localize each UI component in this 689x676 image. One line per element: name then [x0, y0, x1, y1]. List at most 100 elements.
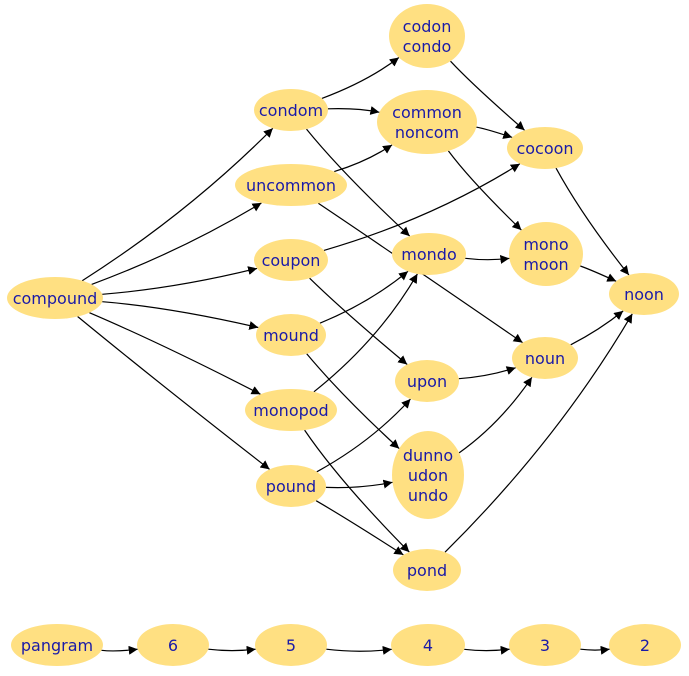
edge-compound-to-pound	[77, 316, 270, 470]
node-ellipse	[254, 89, 328, 131]
node-coupon: coupon	[254, 239, 328, 281]
node-label: cocoon	[516, 139, 573, 158]
node-label: noncom	[395, 123, 459, 142]
node-label: moon	[523, 255, 568, 274]
node-l3: 3	[509, 624, 581, 666]
nodes-layer: compound condom uncommon coupon mound monopod…	[7, 4, 681, 666]
edge-pound-to-pond	[315, 500, 404, 556]
edge-mondo-to-mono_moon	[465, 254, 510, 264]
node-ellipse	[392, 233, 466, 275]
node-label: udon	[408, 466, 448, 485]
node-pond: pond	[393, 549, 461, 591]
node-ellipse	[256, 465, 326, 507]
edge-dunno_udon_undo-to-noun	[458, 376, 533, 454]
edge-condom-to-codon_condo	[321, 57, 400, 99]
node-ellipse	[254, 239, 328, 281]
edge-common_noncom-to-cocoon	[476, 126, 513, 139]
node-label: coupon	[262, 251, 321, 270]
node-l5: 5	[255, 624, 327, 666]
node-label: 4	[423, 636, 433, 655]
node-label: mound	[263, 326, 319, 345]
node-ellipse	[377, 90, 477, 154]
node-label: mondo	[401, 245, 456, 264]
node-pangram: pangram	[11, 624, 103, 666]
node-label: compound	[13, 289, 98, 308]
edge-l4-to-l3	[464, 645, 510, 655]
edge-pond-to-noon	[444, 313, 633, 553]
node-label: uncommon	[246, 176, 336, 195]
edge-uncommon-to-common_noncom	[334, 144, 393, 173]
edge-compound-to-mound	[102, 301, 259, 330]
edge-l6-to-l5	[208, 645, 256, 655]
node-label: mono	[523, 235, 568, 254]
node-ellipse	[507, 127, 583, 169]
node-ellipse	[391, 624, 465, 666]
node-ellipse	[392, 431, 464, 519]
node-ellipse	[609, 273, 679, 315]
node-ellipse	[509, 624, 581, 666]
edge-mound-to-dunno_udon_undo	[306, 353, 400, 450]
node-label: noun	[525, 349, 565, 368]
node-label: 6	[168, 636, 178, 655]
edge-noun-to-noon	[570, 310, 624, 346]
node-label: condo	[403, 37, 452, 56]
edge-compound-to-monopod	[89, 312, 261, 395]
node-pound: pound	[256, 465, 326, 507]
node-upon: upon	[395, 360, 459, 402]
node-ellipse	[245, 389, 337, 431]
edge-upon-to-noun	[458, 366, 516, 380]
node-noun: noun	[512, 337, 578, 379]
node-condom: condom	[254, 89, 328, 131]
node-label: undo	[408, 486, 448, 505]
node-mound: mound	[256, 314, 326, 356]
edge-pangram-to-l6	[101, 645, 138, 655]
edges-layer	[77, 57, 633, 655]
node-compound: compound	[7, 277, 103, 319]
edge-l3-to-l2	[580, 645, 610, 655]
node-noon: noon	[609, 273, 679, 315]
node-ellipse	[395, 360, 459, 402]
node-ellipse	[512, 337, 578, 379]
node-ellipse	[137, 624, 209, 666]
edge-monopod-to-pond	[304, 429, 410, 553]
node-uncommon: uncommon	[235, 164, 347, 206]
edge-common_noncom-to-mono_moon	[447, 150, 522, 231]
node-l2: 2	[609, 624, 681, 666]
edge-compound-to-condom	[81, 127, 274, 282]
node-ellipse	[11, 624, 103, 666]
node-label: pound	[266, 477, 316, 496]
node-label: dunno	[403, 446, 453, 465]
edge-l5-to-l4	[326, 645, 392, 655]
edge-mound-to-mondo	[319, 270, 409, 324]
edge-coupon-to-cocoon	[323, 163, 521, 251]
node-label: 5	[286, 636, 296, 655]
node-label: 2	[640, 636, 650, 655]
node-label: monopod	[253, 401, 328, 420]
edge-cocoon-to-noon	[555, 167, 630, 276]
edge-compound-to-coupon	[102, 266, 258, 295]
edge-pound-to-upon	[316, 398, 411, 473]
node-ellipse	[389, 4, 465, 68]
edge-monopod-to-mondo	[313, 273, 418, 393]
node-l4: 4	[391, 624, 465, 666]
edge-codon_condo-to-cocoon	[450, 60, 525, 131]
node-label: noon	[624, 285, 664, 304]
node-label: pangram	[21, 636, 93, 655]
node-ellipse	[7, 277, 103, 319]
node-mondo: mondo	[392, 233, 466, 275]
node-ellipse	[235, 164, 347, 206]
edge-condom-to-mondo	[306, 128, 411, 237]
edge-compound-to-uncommon	[91, 202, 262, 285]
node-l6: 6	[137, 624, 209, 666]
node-label: common	[392, 103, 462, 122]
edge-coupon-to-upon	[309, 277, 408, 365]
node-label: 3	[540, 636, 550, 655]
node-label: condom	[259, 101, 323, 120]
node-label: pond	[407, 561, 447, 580]
node-ellipse	[393, 549, 461, 591]
node-ellipse	[509, 222, 583, 286]
